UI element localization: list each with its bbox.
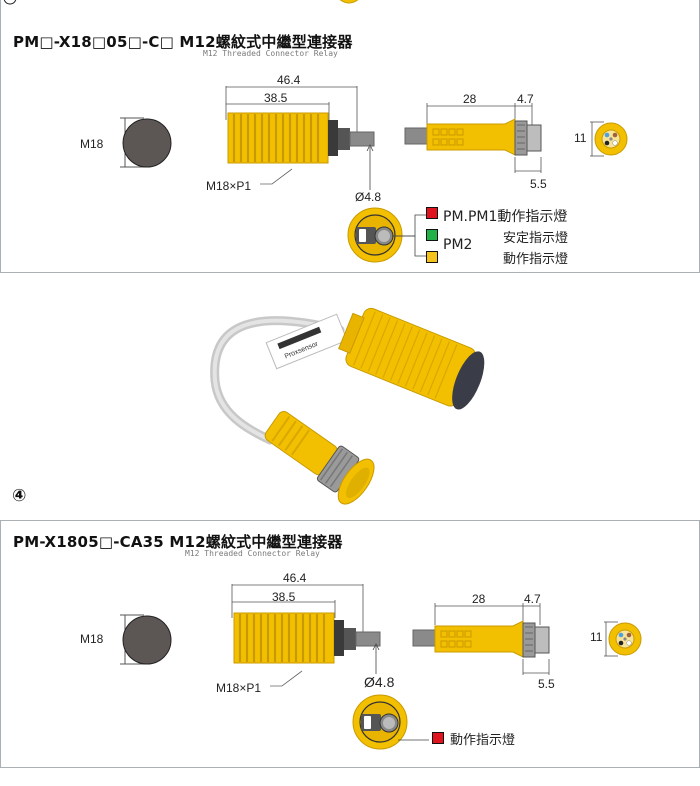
top-led-yellow-label: 動作指示燈 — [503, 252, 569, 267]
top-dim-connector: 28 — [463, 92, 477, 106]
top-led-red-label: PM.PM1動作指示燈 — [443, 209, 568, 225]
top-cable-leader — [366, 144, 374, 190]
section-number-4: ④ — [12, 486, 27, 506]
top-dim-face: 11 — [574, 131, 587, 145]
bottom-dim-body: 38.5 — [272, 590, 296, 604]
bottom-thread-leader — [270, 670, 303, 687]
top-sensor-side-view — [225, 86, 375, 164]
bottom-led-red — [432, 732, 444, 744]
bottom-led-red-label: 動作指示燈 — [450, 733, 516, 748]
top-dim-nut: 4.7 — [517, 92, 534, 106]
top-dim-pitch: 5.5 — [530, 177, 547, 191]
product-photo: Proxsensor — [210, 307, 485, 505]
top-thread-leader — [260, 168, 293, 185]
top-thread-label: M18×P1 — [206, 179, 252, 193]
bottom-subtitle: M12 Threaded Connector Relay — [185, 549, 320, 558]
top-title: PM□-X18□05□-C□ M12螺紋式中繼型連接器 — [13, 33, 353, 51]
top-connector-plug — [404, 103, 542, 173]
bottom-cable-leader — [372, 643, 380, 674]
bottom-dim-connector: 28 — [472, 592, 486, 606]
top-dim-total: 46.4 — [277, 73, 301, 87]
bottom-dim-face: 11 — [590, 630, 603, 644]
top-m18-label: M18 — [80, 137, 104, 151]
bottom-m18-label: M18 — [80, 632, 104, 646]
bottom-dim-total: 46.4 — [283, 571, 307, 585]
top-cable-label: Ø4.8 — [355, 190, 382, 204]
top-led-red — [426, 207, 438, 219]
bottom-connector-face — [604, 621, 642, 657]
top-led-green — [426, 229, 438, 241]
top-led-green-label: 安定指示燈 — [503, 231, 569, 246]
top-subtitle: M12 Threaded Connector Relay — [203, 49, 338, 58]
bottom-title: PM-X1805□-CA35 M12螺紋式中繼型連接器 — [13, 533, 343, 551]
bottom-cable-label: Ø4.8 — [364, 674, 395, 690]
bottom-dim-nut: 4.7 — [524, 592, 541, 606]
previous-section-fragment — [3, 0, 359, 5]
bottom-front-view-disc — [120, 614, 172, 665]
top-front-view-disc — [120, 117, 172, 168]
top-led-detail — [347, 207, 428, 263]
top-led-yellow — [426, 251, 438, 263]
bottom-sensor-side-view — [231, 584, 381, 664]
bottom-thread-label: M18×P1 — [216, 681, 262, 695]
bottom-connector-plug — [412, 603, 550, 675]
bottom-dim-pitch: 5.5 — [538, 677, 555, 691]
top-connector-face — [590, 121, 628, 157]
bottom-led-detail — [352, 694, 429, 750]
top-led-pm2-label: PM2 — [443, 237, 473, 253]
top-dim-body: 38.5 — [264, 91, 288, 105]
